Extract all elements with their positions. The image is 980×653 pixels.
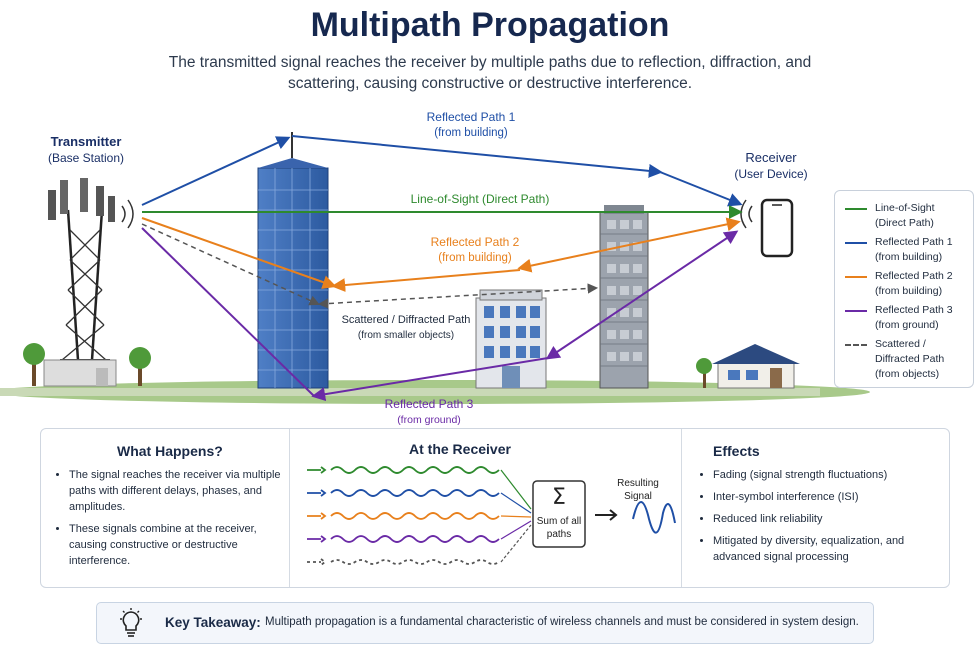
- wave-reflected-3: [307, 535, 327, 543]
- smartphone-icon: [740, 198, 794, 258]
- at-receiver-title: At the Receiver: [409, 441, 511, 457]
- legend-item-los: Line-of-Sight(Direct Path): [845, 201, 969, 235]
- reflected-path-1-label: Reflected Path 1 (from building): [426, 110, 516, 139]
- reflected-path-2-line: [331, 269, 521, 293]
- info-panel: What Happens? The signal reaches the rec…: [40, 428, 950, 588]
- reflected-path-1-line: [291, 135, 663, 178]
- reflected-path-3-line: [545, 230, 739, 360]
- reflected-path-2-label: Reflected Path 2 (from building): [430, 235, 520, 264]
- key-takeaway-box: Key Takeaway: Multipath propagation is a…: [96, 602, 874, 644]
- takeaway-heading: Key Takeaway:: [165, 615, 261, 630]
- what-happens-list: The signal reaches the receiver via mult…: [57, 467, 283, 575]
- summation-block: [532, 480, 586, 548]
- lightbulb-icon: [120, 608, 142, 637]
- scattered-path-line: [317, 283, 599, 309]
- reflected-path-3-line: [141, 227, 315, 397]
- tree-icon: [129, 347, 151, 386]
- resulting-signal-label: Resulting Signal: [617, 478, 659, 502]
- page-title: Multipath Propagation: [310, 6, 670, 44]
- reflected-path-2-line: [141, 217, 337, 289]
- line-of-sight-label: Line-of-Sight (Direct Path): [410, 192, 550, 206]
- effects-list: Fading (signal strength fluctuations) In…: [701, 467, 937, 571]
- wave-reflected-2: [307, 512, 327, 520]
- panel-divider: [681, 429, 682, 587]
- list-item: Mitigated by diversity, equalization, an…: [713, 533, 937, 565]
- legend-item-reflected-1: Reflected Path 1(from building): [845, 235, 969, 269]
- scattered-path-label: Scattered / Diffracted Path (from smalle…: [341, 314, 471, 341]
- wave-reflected-1: [307, 489, 327, 497]
- transmitter-label: Transmitter (Base Station): [47, 134, 125, 165]
- takeaway-text: Multipath propagation is a fundamental c…: [265, 616, 859, 628]
- propagation-scene: [0, 132, 870, 404]
- resulting-wave: [632, 501, 676, 534]
- summation-label: Sum of all paths: [536, 516, 582, 540]
- house-icon: [712, 344, 800, 389]
- wave-los: [307, 466, 327, 474]
- list-item: The signal reaches the receiver via mult…: [69, 467, 283, 515]
- receiver-combination-diagram: [307, 466, 676, 566]
- summation-symbol: Σ: [552, 485, 566, 510]
- glass-building: [257, 132, 329, 389]
- legend-item-scattered: Scattered /Diffracted Path(from objects): [845, 337, 969, 385]
- legend-item-reflected-2: Reflected Path 2(from building): [845, 269, 969, 303]
- effects-title: Effects: [713, 443, 760, 459]
- reflected-path-3-line: [311, 357, 549, 402]
- list-item: Inter-symbol interference (ISI): [713, 489, 937, 505]
- wave-scattered: [307, 558, 327, 566]
- reflected-path-1-line: [659, 171, 743, 207]
- list-item: Fading (signal strength fluctuations): [713, 467, 937, 483]
- what-happens-title: What Happens?: [117, 443, 223, 459]
- cell-tower-icon: [43, 178, 134, 387]
- panel-divider: [289, 429, 290, 587]
- page-subtitle: The transmitted signal reaches the recei…: [168, 54, 812, 92]
- reflected-path-1-line: [141, 136, 291, 206]
- tree-icon: [23, 343, 45, 386]
- list-item: These signals combine at the receiver, c…: [69, 521, 283, 569]
- receiver-label: Receiver (User Device): [734, 150, 808, 181]
- tree-icon: [696, 358, 712, 388]
- reflected-path-3-label: Reflected Path 3 (from ground): [384, 397, 474, 426]
- arrow-right-icon: [595, 509, 618, 521]
- legend-item-reflected-3: Reflected Path 3(from ground): [845, 303, 969, 337]
- legend: Line-of-Sight(Direct Path) Reflected Pat…: [834, 190, 974, 388]
- list-item: Reduced link reliability: [713, 511, 937, 527]
